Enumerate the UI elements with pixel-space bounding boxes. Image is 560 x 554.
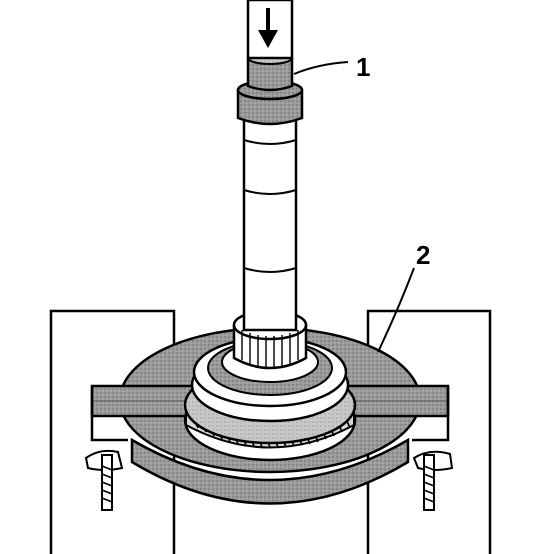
callout-1-leader [293,61,349,75]
installer-collar [236,51,304,126]
press-direction-arrow-icon [258,8,278,48]
callout-2-label: 2 [416,240,430,270]
left-bolt [84,449,124,511]
callout-2-leader [377,267,415,353]
right-bolt [412,450,454,511]
callout-1-label: 1 [356,52,370,82]
bearing [190,336,350,423]
main-shaft [242,113,298,332]
